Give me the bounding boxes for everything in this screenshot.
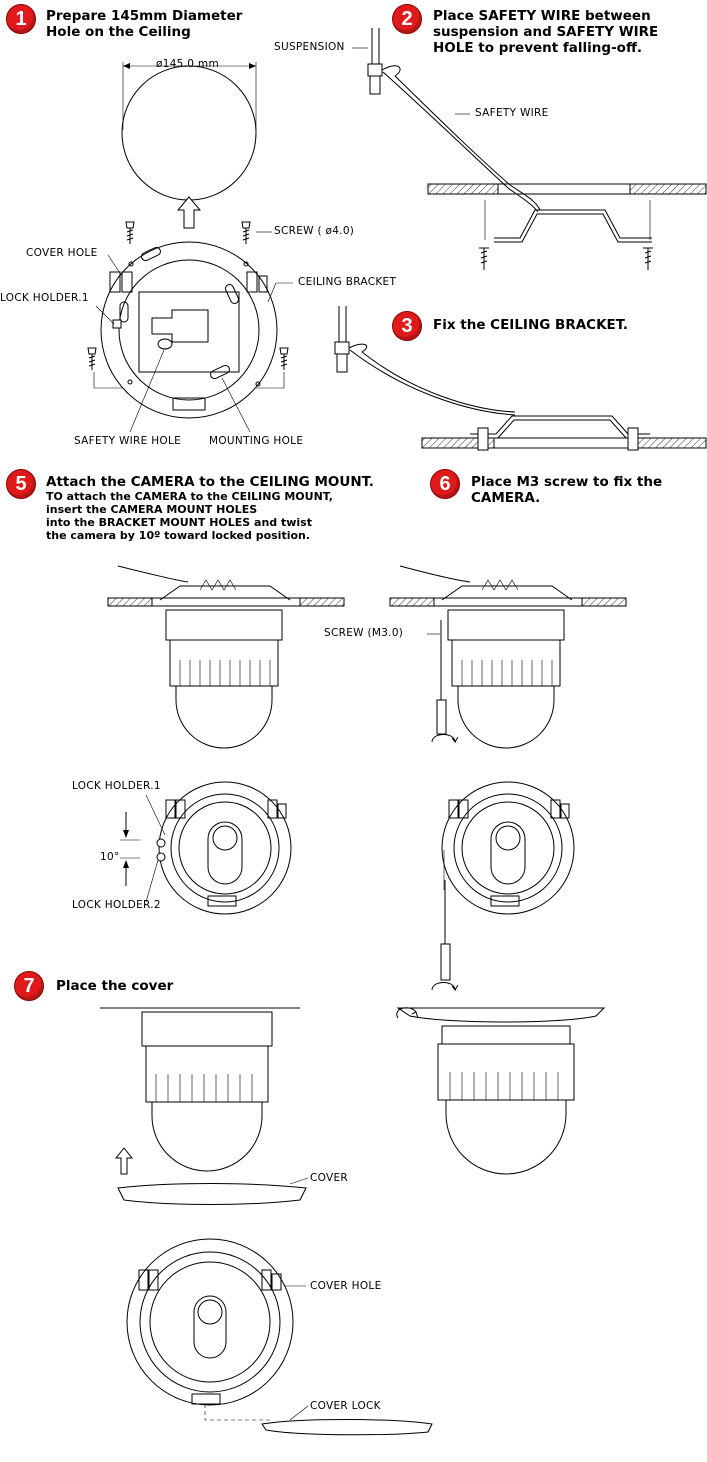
step-2-title: Place SAFETY WIRE between suspension and… [433,8,659,56]
rotate-cover-icon [397,1008,418,1018]
ceiling-bracket-label: CEILING BRACKET [298,276,397,288]
step-1-badge: 1 [6,4,36,34]
step6-camera-bottom [432,782,574,990]
cover-disc [118,1184,306,1205]
step-6-title: Place M3 screw to fix the CAMERA. [471,474,663,506]
diameter-label: ø145.0 mm [156,58,219,70]
screw-m3-label: SCREW (M3.0) [324,627,404,639]
step-3-badge: 3 [392,311,422,341]
suspension-label: SUSPENSION [274,41,345,53]
step-5-subtitle: TO attach the CAMERA to the CEILING MOUN… [46,490,333,542]
step-1-title: Prepare 145mm Diameter Hole on the Ceili… [46,8,243,40]
step-5-badge: 5 [6,469,36,499]
mounting-hole-label: MOUNTING HOLE [209,435,304,447]
arrow-up-icon [178,197,200,228]
safety-wire-label: SAFETY WIRE [475,107,549,119]
step-5-title: Attach the CAMERA to the CEILING MOUNT. [46,474,374,490]
safety-wire-hole-label: SAFETY WIRE HOLE [74,435,182,447]
cover-lock-label: COVER LOCK [310,1400,381,1412]
step3-drawing [335,306,706,450]
step-3-title: Fix the CEILING BRACKET. [433,317,629,333]
step1-drawing [88,62,293,432]
cover-hole-2-label: COVER HOLE [310,1280,382,1292]
step6-camera-side [390,566,626,748]
step-2-badge: 2 [392,4,422,34]
ceiling-hole [122,66,256,200]
cover-label: COVER [310,1172,349,1184]
step7-camera-cover-left [100,1008,308,1205]
lock-holder-2-label: LOCK HOLDER.2 [72,899,161,911]
lock-holder-1b-label: LOCK HOLDER.1 [72,780,161,792]
step-7-badge: 7 [14,971,44,1001]
lock-holder-1-label: LOCK HOLDER.1 [0,292,89,304]
step-7-title: Place the cover [56,978,174,994]
screw-4-label: SCREW ( ø4.0) [274,225,355,237]
step5-camera-side [108,566,344,748]
cover-arrow-up-icon [116,1148,132,1174]
step7-camera-cover-right [397,1008,604,1174]
step2-drawing [352,28,706,270]
step-6-badge: 6 [430,469,460,499]
step7-cover-bottom [127,1239,432,1435]
angle-label: 10° [100,851,120,863]
step5-camera-bottom [120,782,291,914]
rotate-arrow-icon-2 [432,983,458,991]
rotate-arrow-icon [432,735,458,743]
cover-hole-label: COVER HOLE [26,247,98,259]
